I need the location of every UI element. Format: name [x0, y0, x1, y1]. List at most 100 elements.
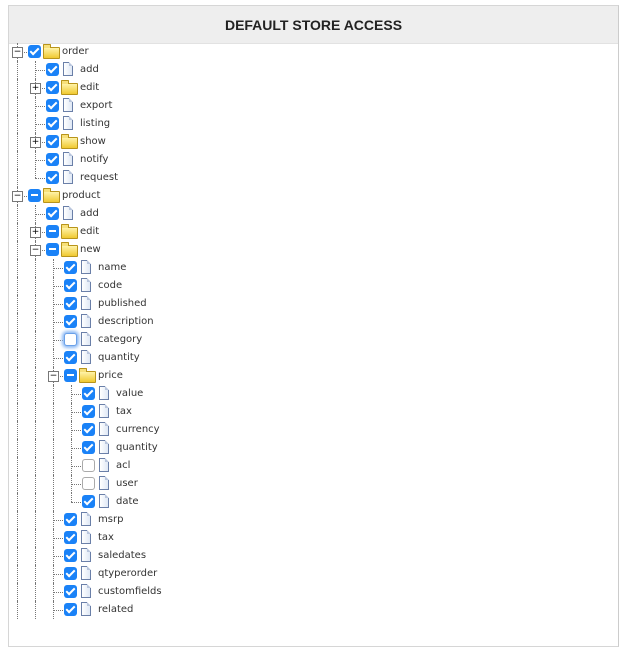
- tree-guide-line: [17, 475, 18, 493]
- checkbox-saledates[interactable]: [64, 549, 77, 562]
- tree-connector-line: [71, 502, 81, 503]
- tree-guide-line: [17, 565, 18, 583]
- node-label[interactable]: show: [80, 136, 106, 147]
- checkbox-price[interactable]: [64, 369, 77, 382]
- tree-guide-line: [35, 529, 36, 547]
- tree-node-product: − product: [1, 187, 601, 205]
- node-label[interactable]: currency: [116, 424, 160, 435]
- document-icon: [63, 98, 73, 112]
- checkbox-tax[interactable]: [82, 405, 95, 418]
- tree-connector-line: [71, 412, 81, 413]
- document-icon: [63, 62, 73, 76]
- collapse-icon[interactable]: −: [48, 371, 59, 382]
- node-label[interactable]: quantity: [116, 442, 158, 453]
- node-label[interactable]: add: [80, 208, 99, 219]
- node-label[interactable]: name: [98, 262, 127, 273]
- node-label[interactable]: value: [116, 388, 144, 399]
- tree-guide-line: [35, 565, 36, 583]
- node-label[interactable]: related: [98, 604, 134, 615]
- document-icon: [81, 314, 91, 328]
- checkbox-acl[interactable]: [82, 459, 95, 472]
- node-label[interactable]: order: [62, 46, 89, 57]
- checkbox-currency[interactable]: [82, 423, 95, 436]
- checkbox-request[interactable]: [46, 171, 59, 184]
- node-label[interactable]: msrp: [98, 514, 124, 525]
- node-label[interactable]: code: [98, 280, 123, 291]
- node-label[interactable]: user: [116, 478, 138, 489]
- document-icon: [99, 386, 109, 400]
- checkbox-value[interactable]: [82, 387, 95, 400]
- collapse-icon[interactable]: −: [30, 245, 41, 256]
- checkbox-user[interactable]: [82, 477, 95, 490]
- checkbox-add[interactable]: [46, 207, 59, 220]
- tree-connector-line: [53, 340, 63, 341]
- tree-guide-line: [17, 151, 18, 169]
- node-label[interactable]: listing: [80, 118, 111, 129]
- checkbox-tax[interactable]: [64, 531, 77, 544]
- checkbox-category[interactable]: [64, 333, 77, 346]
- checkbox-code[interactable]: [64, 279, 77, 292]
- node-label[interactable]: edit: [80, 82, 100, 93]
- tree-connector-line: [71, 430, 81, 431]
- node-label[interactable]: product: [62, 190, 101, 201]
- tree-guide-line: [35, 583, 36, 601]
- checkbox-product[interactable]: [28, 189, 41, 202]
- checkbox-description[interactable]: [64, 315, 77, 328]
- node-label[interactable]: acl: [116, 460, 131, 471]
- checkbox-new[interactable]: [46, 243, 59, 256]
- node-label[interactable]: description: [98, 316, 154, 327]
- tree-guide-line: [35, 295, 36, 313]
- tree-node-saledates: saledates: [1, 547, 601, 565]
- checkbox-date[interactable]: [82, 495, 95, 508]
- collapse-icon[interactable]: −: [12, 47, 23, 58]
- checkbox-export[interactable]: [46, 99, 59, 112]
- tree-connector-line: [53, 592, 63, 593]
- tree-guide-line: [17, 349, 18, 367]
- checkbox-published[interactable]: [64, 297, 77, 310]
- tree-guide-line: [17, 205, 18, 223]
- node-label[interactable]: edit: [80, 226, 100, 237]
- checkbox-name[interactable]: [64, 261, 77, 274]
- node-label[interactable]: qtyperorder: [98, 568, 158, 579]
- expand-icon[interactable]: +: [30, 83, 41, 94]
- node-label[interactable]: saledates: [98, 550, 147, 561]
- tree-guide-line: [53, 475, 54, 493]
- tree-node-tax: tax: [1, 529, 601, 547]
- tree-guide-line: [35, 421, 36, 439]
- expand-icon[interactable]: +: [30, 137, 41, 148]
- node-label[interactable]: quantity: [98, 352, 140, 363]
- node-label[interactable]: new: [80, 244, 101, 255]
- tree-guide-line: [17, 115, 18, 133]
- node-label[interactable]: notify: [80, 154, 109, 165]
- checkbox-quantity[interactable]: [82, 441, 95, 454]
- checkbox-notify[interactable]: [46, 153, 59, 166]
- node-label[interactable]: tax: [116, 406, 132, 417]
- node-label[interactable]: category: [98, 334, 143, 345]
- node-label[interactable]: export: [80, 100, 113, 111]
- tree-guide-line: [17, 259, 18, 277]
- checkbox-show[interactable]: [46, 135, 59, 148]
- node-label[interactable]: price: [98, 370, 123, 381]
- tree-node-customfields: customfields: [1, 583, 601, 601]
- checkbox-msrp[interactable]: [64, 513, 77, 526]
- checkbox-add[interactable]: [46, 63, 59, 76]
- node-label[interactable]: tax: [98, 532, 114, 543]
- collapse-icon[interactable]: −: [12, 191, 23, 202]
- node-label[interactable]: published: [98, 298, 147, 309]
- tree-guide-line: [53, 439, 54, 457]
- tree-guide-line: [17, 61, 18, 79]
- expand-icon[interactable]: +: [30, 227, 41, 238]
- checkbox-edit[interactable]: [46, 81, 59, 94]
- node-label[interactable]: request: [80, 172, 119, 183]
- checkbox-quantity[interactable]: [64, 351, 77, 364]
- checkbox-order[interactable]: [28, 45, 41, 58]
- checkbox-qtyperorder[interactable]: [64, 567, 77, 580]
- checkbox-listing[interactable]: [46, 117, 59, 130]
- node-label[interactable]: date: [116, 496, 139, 507]
- checkbox-related[interactable]: [64, 603, 77, 616]
- tree-guide-line: [17, 313, 18, 331]
- node-label[interactable]: customfields: [98, 586, 162, 597]
- node-label[interactable]: add: [80, 64, 99, 75]
- checkbox-customfields[interactable]: [64, 585, 77, 598]
- checkbox-edit[interactable]: [46, 225, 59, 238]
